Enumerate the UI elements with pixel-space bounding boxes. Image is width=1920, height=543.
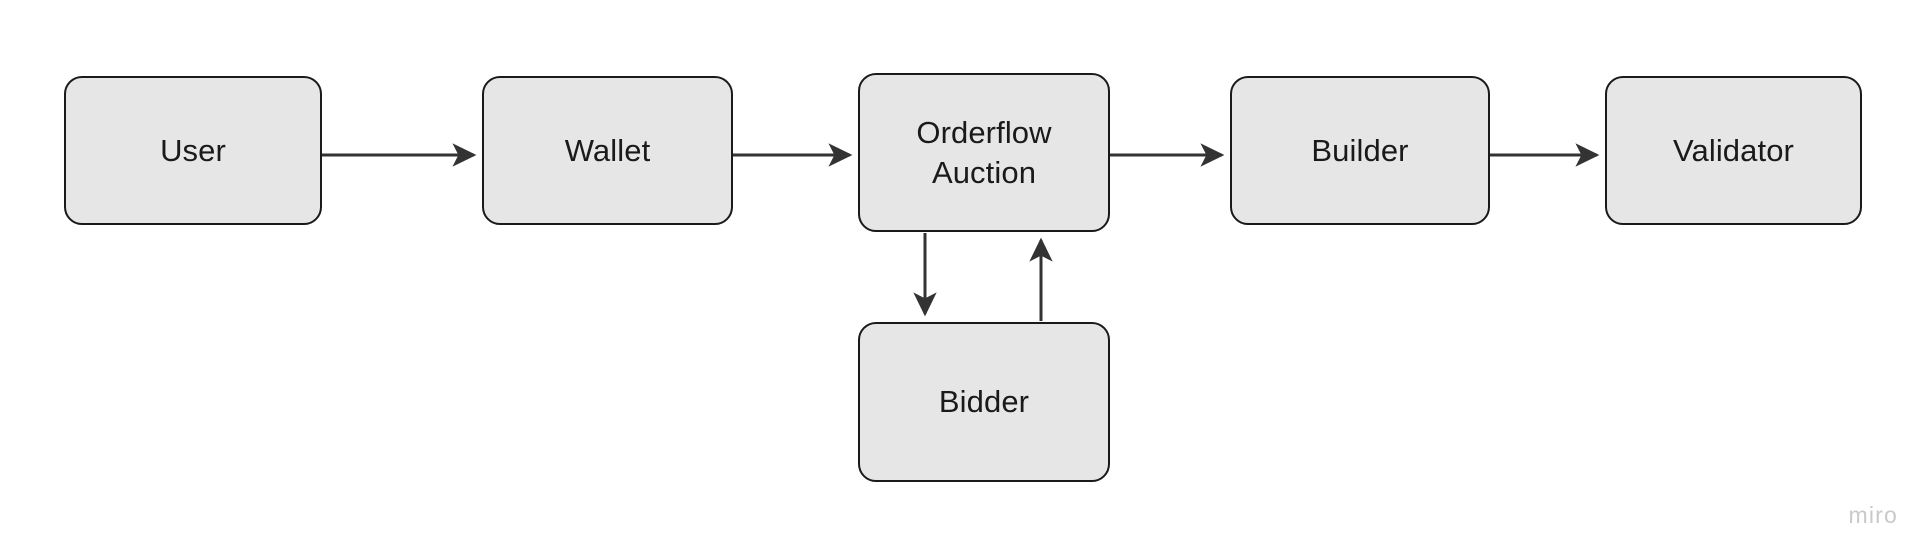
node-wallet-label: Wallet bbox=[564, 132, 651, 168]
node-user[interactable]: User bbox=[64, 76, 322, 225]
node-wallet[interactable]: Wallet bbox=[482, 76, 733, 225]
node-builder[interactable]: Builder bbox=[1230, 76, 1490, 225]
node-builder-label: Builder bbox=[1311, 132, 1409, 168]
miro-watermark: miro bbox=[1848, 502, 1898, 528]
node-orderflow-auction-label: Orderflow Auction bbox=[916, 114, 1052, 190]
node-user-label: User bbox=[160, 132, 226, 168]
node-validator-label: Validator bbox=[1673, 132, 1794, 168]
node-validator[interactable]: Validator bbox=[1605, 76, 1862, 225]
node-bidder[interactable]: Bidder bbox=[858, 322, 1110, 482]
node-orderflow-auction[interactable]: Orderflow Auction bbox=[858, 73, 1110, 232]
node-bidder-label: Bidder bbox=[938, 384, 1030, 420]
